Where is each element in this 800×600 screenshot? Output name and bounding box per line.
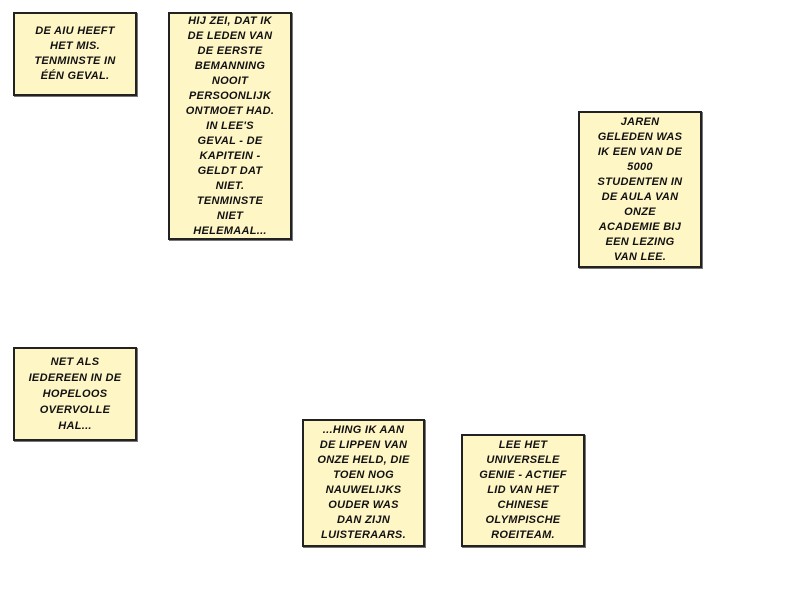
caption-line: geldt dat [197,164,263,177]
caption-line: iedereen in de [28,372,122,384]
caption-line: Net als [50,356,100,368]
caption-line: toen nog [333,469,394,481]
caption-line: ik een van de [597,145,683,158]
caption-line: bemanning [194,59,266,72]
caption-line: niet [216,209,244,222]
caption-box-5: ...hing ik aan de lippen van onze held, di… [302,419,425,547]
caption-line: een lezing [605,235,675,248]
caption-line: Chinese [497,499,549,511]
caption-line: Tenminste in [34,55,116,67]
caption-line: academie bij [598,220,682,233]
caption-line: genie - actief [479,469,567,481]
caption-line: de lippen van [319,439,408,451]
caption-line: lid van het [487,484,559,496]
caption-line: ontmoet had. [185,104,275,117]
caption-line: van Lee. [613,250,667,263]
caption-box-2: Hij zei, dat ik de leden van de eerste bema… [168,12,292,240]
caption-line: nauwelijks [325,484,402,496]
caption-line: helemaal... [193,224,267,237]
caption-line: de leden van [187,29,273,42]
caption-line: ouder was [328,499,399,511]
caption-line: overvolle [39,404,111,416]
caption-line: studenten in [597,175,683,188]
caption-box-4: Net als iedereen in de hopeloos overvolle ha… [13,347,137,441]
caption-line: geval - de [197,134,263,147]
caption-line: ...hing ik aan [322,424,405,436]
caption-line: hal... [58,420,92,432]
caption-line: het mis. [49,40,101,52]
caption-line: onze held, die [317,454,410,466]
caption-line: roeiteam. [491,529,555,541]
caption-line: Tenminste [196,194,264,207]
caption-line: onze [624,205,656,218]
caption-box-6: Lee het universele genie - actief lid van h… [461,434,585,547]
caption-line: de aula van [601,190,679,203]
caption-line: 5000 [627,160,653,173]
caption-box-1: De AIU heeft het mis. Tenminste in één geva… [13,12,137,96]
caption-line: In Lee's [206,119,254,132]
caption-line: luisteraars. [321,529,406,541]
caption-line: Jaren [620,115,660,128]
caption-line: één geval. [40,70,110,82]
caption-line: kapitein - [199,149,261,162]
caption-line: nooit [211,74,249,87]
caption-line: hopeloos [42,388,108,400]
caption-line: de eerste [197,44,263,57]
caption-line: universele [486,454,560,466]
caption-line: Hij zei, dat ik [188,14,272,27]
caption-line: De AIU heeft [35,25,115,37]
caption-box-3: Jaren geleden was ik een van de 5000 student… [578,111,702,268]
caption-line: dan zijn [336,514,391,526]
caption-line: persoonlijk [188,89,272,102]
caption-line: geleden was [597,130,683,143]
caption-line: niet. [215,179,245,192]
caption-line: Lee het [498,439,548,451]
caption-line: olympische [485,514,561,526]
